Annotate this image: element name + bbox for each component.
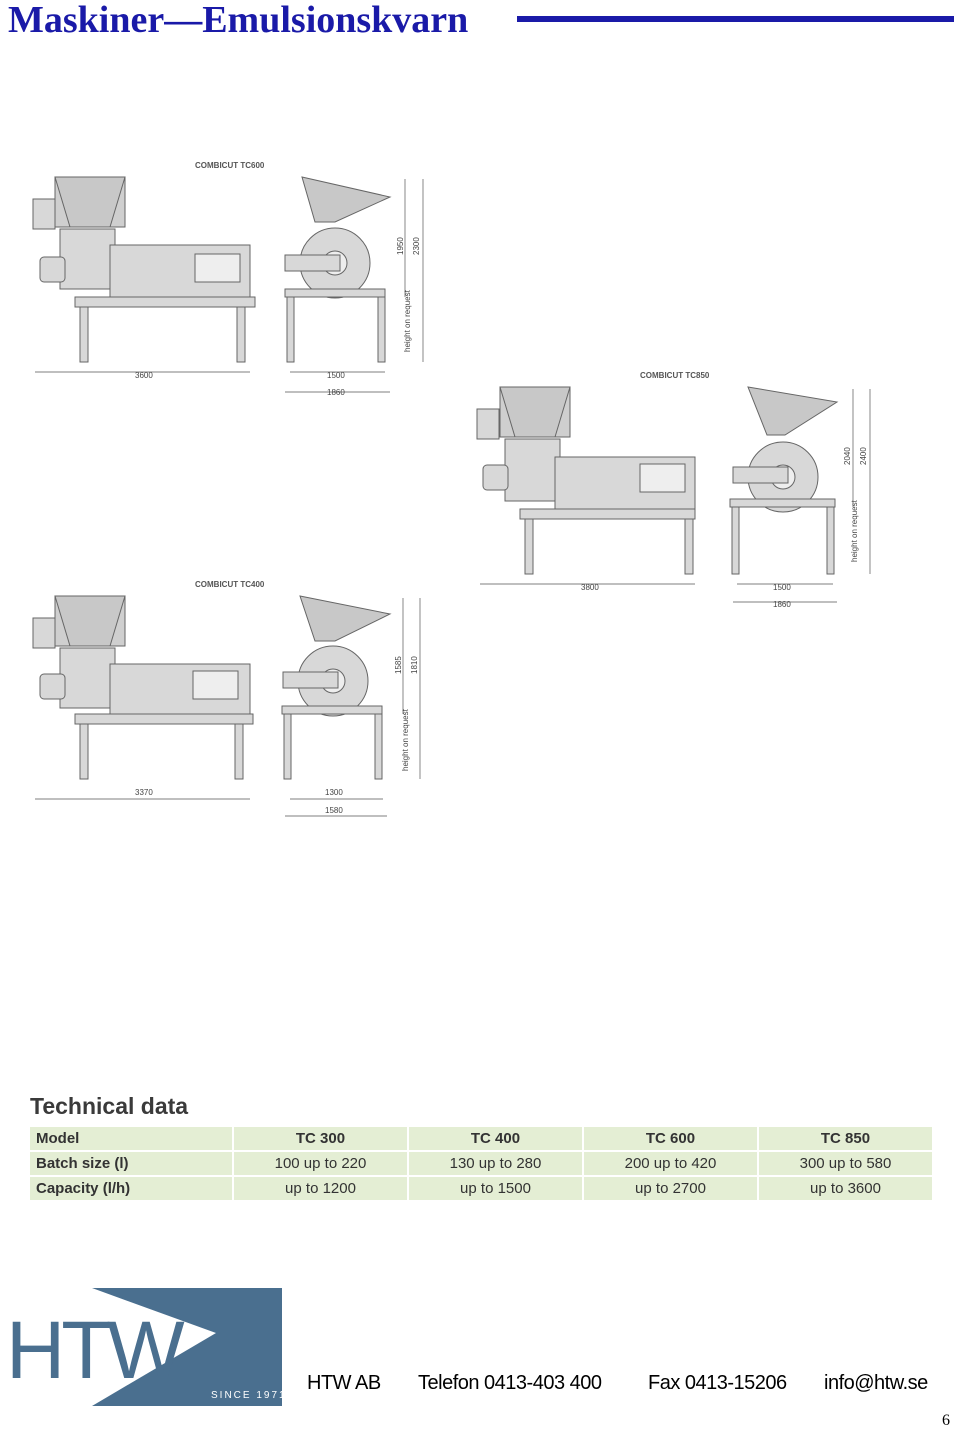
dim-length: 3370	[135, 788, 153, 797]
table-cell: 130 up to 280	[409, 1152, 584, 1175]
drawing-model-label: COMBICUT TC600	[195, 161, 265, 170]
table-cell: up to 2700	[584, 1177, 759, 1200]
table-cell: up to 1500	[409, 1177, 584, 1200]
dim-height-note: height on request	[850, 500, 859, 562]
table-row: Capacity (l/h) up to 1200 up to 1500 up …	[30, 1177, 934, 1200]
table-cell: TC 600	[584, 1127, 759, 1150]
dim-width: 1300	[325, 788, 343, 797]
dim-height-2: 2400	[859, 447, 868, 465]
dim-depth: 1860	[327, 388, 345, 397]
dim-height-2: 2300	[412, 237, 421, 255]
technical-data-title: Technical data	[30, 1093, 189, 1119]
page-title: Maskiner—Emulsionskvarn	[8, 0, 469, 41]
dim-width: 1500	[773, 583, 791, 592]
dim-height-2: 1810	[410, 656, 419, 674]
table-cell: up to 1200	[234, 1177, 409, 1200]
table-row: Batch size (l) 100 up to 220 130 up to 2…	[30, 1152, 934, 1175]
technical-data-table: Model TC 300 TC 400 TC 600 TC 850 Batch …	[30, 1125, 934, 1202]
page-number: 6	[942, 1412, 950, 1429]
footer-company: HTW AB	[307, 1372, 381, 1394]
dim-depth: 1580	[325, 806, 343, 815]
table-cell: Batch size (l)	[30, 1152, 234, 1175]
svg-text:SINCE 1971: SINCE 1971	[211, 1390, 282, 1401]
dim-length: 3800	[581, 583, 599, 592]
title-rule	[517, 16, 954, 22]
machine-drawing-tc400: COMBICUT TC400 3370 1300 1580 1585 1810 …	[5, 566, 450, 828]
dim-length: 3600	[135, 371, 153, 380]
table-cell: TC 850	[759, 1127, 934, 1150]
table-cell: 200 up to 420	[584, 1152, 759, 1175]
footer-fax: Fax 0413-15206	[648, 1372, 787, 1394]
machine-drawing-tc850: COMBICUT TC850 3800 1500 1860 2040 2400 …	[465, 357, 895, 617]
drawing-model-label: COMBICUT TC400	[195, 580, 265, 589]
table-cell: Model	[30, 1127, 234, 1150]
drawing-model-label: COMBICUT TC850	[640, 371, 710, 380]
footer-email[interactable]: info@htw.se	[824, 1372, 928, 1394]
dim-height-note: height on request	[403, 290, 412, 352]
table-cell: 100 up to 220	[234, 1152, 409, 1175]
table-row: Model TC 300 TC 400 TC 600 TC 850	[30, 1127, 934, 1150]
table-cell: 300 up to 580	[759, 1152, 934, 1175]
svg-text:HTW: HTW	[6, 1305, 185, 1396]
dim-height-note: height on request	[401, 709, 410, 771]
table-cell: Capacity (l/h)	[30, 1177, 234, 1200]
dim-height-1: 2040	[843, 447, 852, 465]
dim-height-1: 1950	[396, 237, 405, 255]
table-cell: TC 400	[409, 1127, 584, 1150]
footer-phone: Telefon 0413-403 400	[418, 1372, 602, 1394]
table-cell: TC 300	[234, 1127, 409, 1150]
table-cell: up to 3600	[759, 1177, 934, 1200]
dim-height-1: 1585	[394, 656, 403, 674]
dim-depth: 1860	[773, 600, 791, 609]
dim-width: 1500	[327, 371, 345, 380]
machine-drawing-tc600: COMBICUT TC600 3600 1500 1860 1950 2300 …	[5, 147, 450, 407]
htw-logo: HTW SINCE 1971	[6, 1288, 285, 1406]
